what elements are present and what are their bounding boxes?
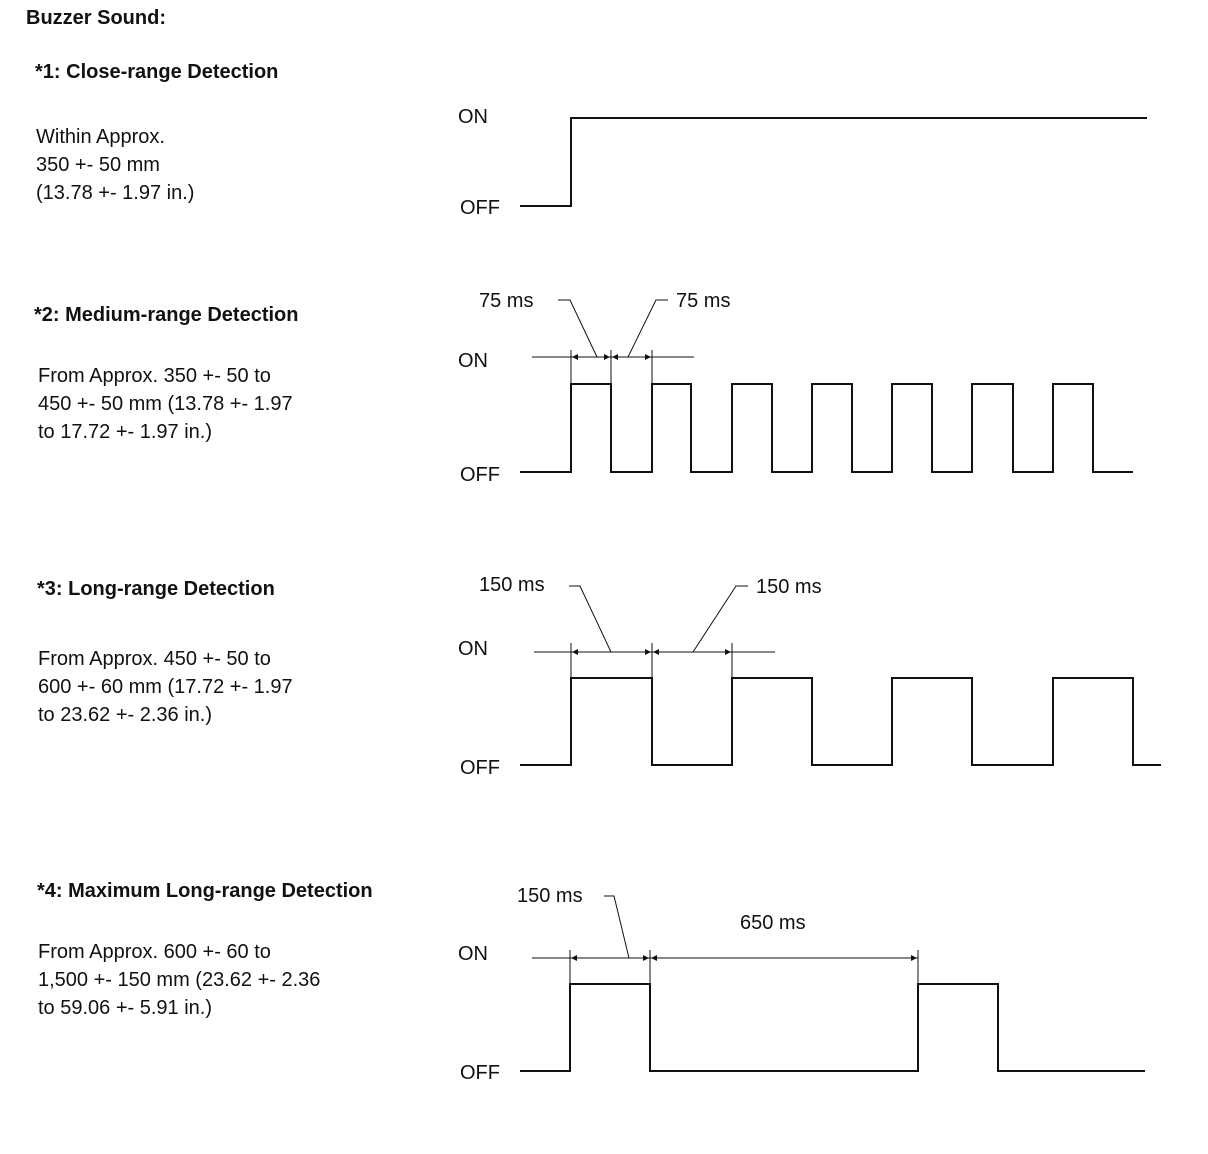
section-4-description-line-3: to 59.06 +- 5.91 in.) [38, 997, 213, 1019]
section-4-description-line-2: 1,500 +- 150 mm (23.62 +- 2.36 [38, 969, 321, 991]
waveform-2-leader-1 [558, 299, 598, 358]
waveform-3-leader-1 [569, 585, 612, 653]
section-2-description-line-3: to 17.72 +- 1.97 in.) [38, 421, 213, 443]
section-1-description: Within Approx. 350 +- 50 mm (13.78 +- 1.… [36, 123, 194, 207]
section-1-description-line-1: Within Approx. [36, 126, 165, 148]
waveform-4-timing-label-2: 650 ms [740, 912, 806, 934]
waveform-3-timing-label-1: 150 ms [479, 574, 545, 596]
waveform-1-signal [520, 117, 1147, 207]
section-4-description: From Approx. 600 +- 60 to 1,500 +- 150 m… [38, 938, 320, 1022]
section-3-heading: *3: Long-range Detection [37, 578, 275, 600]
waveform-3-on-label: ON [458, 638, 488, 660]
section-1-description-line-3: (13.78 +- 1.97 in.) [36, 182, 195, 204]
waveform-3-signal [520, 677, 1161, 766]
section-3-description-line-3: to 23.62 +- 2.36 in.) [38, 704, 213, 726]
waveform-2-group: ON OFF 75 ms 75 ms [458, 290, 1133, 486]
waveform-3-leader-2 [692, 585, 748, 653]
section-4-heading: *4: Maximum Long-range Detection [37, 880, 373, 902]
section-2-description-line-2: 450 +- 50 mm (13.78 +- 1.97 [38, 393, 293, 415]
waveform-4-group: ON OFF 150 ms 650 ms [458, 885, 1145, 1084]
waveform-4-on-label: ON [458, 943, 488, 965]
waveform-4-timing-label-1: 150 ms [517, 885, 583, 907]
waveform-2-off-label: OFF [460, 464, 500, 486]
waveform-1-on-label: ON [458, 106, 488, 128]
waveform-2-leader-2 [627, 299, 668, 358]
section-3-description: From Approx. 450 +- 50 to 600 +- 60 mm (… [38, 645, 293, 729]
section-3-description-line-1: From Approx. 450 +- 50 to [38, 648, 271, 670]
section-3-description-line-2: 600 +- 60 mm (17.72 +- 1.97 [38, 676, 293, 698]
waveform-3-timing-label-2: 150 ms [756, 576, 822, 598]
waveform-2-on-label: ON [458, 350, 488, 372]
section-2-description-line-1: From Approx. 350 +- 50 to [38, 365, 271, 387]
waveform-4-off-label: OFF [460, 1062, 500, 1084]
waveform-3-group: ON OFF 150 ms 150 ms [458, 574, 1161, 779]
waveform-1-off-label: OFF [460, 197, 500, 219]
waveform-4-leader-1 [604, 895, 630, 959]
waveform-2-timing-label-1: 75 ms [479, 290, 533, 312]
section-1-heading: *1: Close-range Detection [35, 61, 279, 83]
waveform-4-signal [520, 983, 1145, 1072]
waveform-2-timing-label-2: 75 ms [676, 290, 730, 312]
diagram-title: Buzzer Sound: [26, 7, 166, 29]
section-4-description-line-1: From Approx. 600 +- 60 to [38, 941, 271, 963]
section-1-description-line-2: 350 +- 50 mm [36, 154, 160, 176]
waveform-2-signal [520, 383, 1133, 473]
waveform-1-group: ON OFF [458, 106, 1147, 219]
section-2-heading: *2: Medium-range Detection [34, 304, 299, 326]
section-2-description: From Approx. 350 +- 50 to 450 +- 50 mm (… [38, 362, 293, 446]
waveform-3-off-label: OFF [460, 757, 500, 779]
